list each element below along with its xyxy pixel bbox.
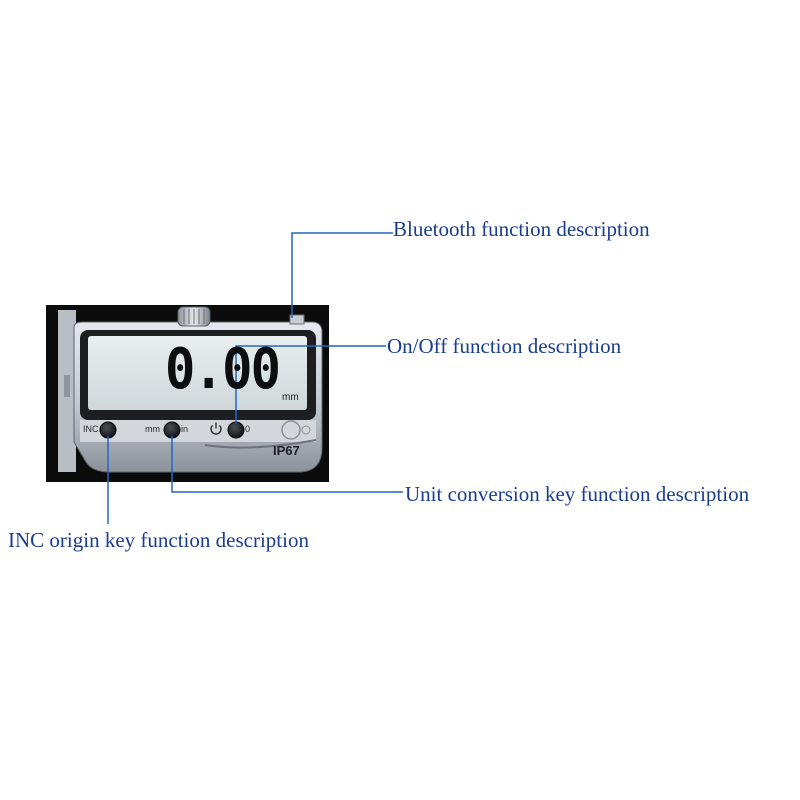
lcd-screen (88, 336, 307, 410)
power-key-suffix: 0 (245, 424, 251, 434)
lcd-unit-label: mm (282, 392, 299, 403)
callout-on-off: On/Off function description (387, 334, 622, 358)
leader-on-off (235, 345, 386, 424)
leader-bluetooth (291, 232, 393, 318)
ip-rating-label: IP67 (273, 443, 300, 458)
callout-unit-conversion: Unit conversion key function description (405, 482, 750, 506)
unit-button (163, 421, 181, 439)
bluetooth-indicator (281, 420, 301, 440)
lcd-reading: 0.00 (165, 337, 281, 402)
power-icon (210, 422, 222, 435)
inc-button (99, 421, 117, 439)
in-key-label: in (181, 424, 189, 434)
leader-unit (171, 436, 403, 493)
callout-inc-origin: INC origin key function description (8, 528, 309, 552)
bluetooth-tab (289, 314, 305, 325)
power-button (227, 421, 245, 439)
callout-bluetooth: Bluetooth function description (393, 217, 650, 241)
mm-key-label: mm (145, 424, 160, 434)
inc-key-label: INC (83, 424, 99, 434)
